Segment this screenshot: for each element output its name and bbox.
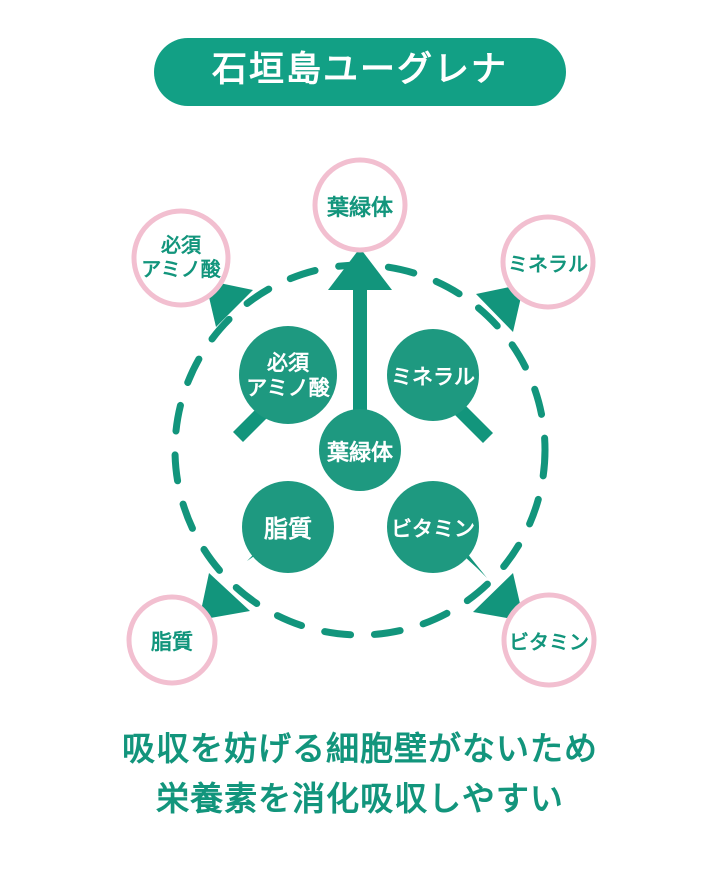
inner-node-essential-amino-acids-label-line2: アミノ酸 bbox=[246, 376, 331, 400]
inner-node-lipids[interactable]: 脂質 bbox=[242, 481, 334, 573]
outer-node-chloroplast[interactable]: 葉緑体 bbox=[312, 157, 408, 253]
arrow-to-chloroplast bbox=[328, 248, 392, 450]
header: 石垣島ユーグレナ bbox=[0, 38, 720, 106]
inner-node-essential-amino-acids-label-line1: 必須 bbox=[267, 351, 310, 375]
outer-node-essential-amino-acids-label-line2: アミノ酸 bbox=[141, 257, 222, 281]
outer-node-vitamins-label: ビタミン bbox=[509, 631, 589, 654]
center-node-chloroplast[interactable]: 葉緑体 bbox=[319, 409, 401, 491]
outer-node-essential-amino-acids[interactable]: 必須 アミノ酸 bbox=[131, 208, 231, 308]
inner-node-lipids-label: 脂質 bbox=[264, 516, 312, 543]
caption: 吸収を妨げる細胞壁がないため 栄養素を消化吸収しやすい bbox=[0, 724, 720, 824]
inner-node-minerals-label: ミネラル bbox=[391, 366, 475, 389]
outer-node-minerals[interactable]: ミネラル bbox=[500, 214, 596, 310]
outer-node-minerals-label: ミネラル bbox=[508, 253, 588, 276]
page-title: 石垣島ユーグレナ bbox=[211, 50, 508, 89]
outer-node-essential-amino-acids-label-line1: 必須 bbox=[160, 233, 202, 257]
outer-node-chloroplast-label: 葉緑体 bbox=[326, 195, 394, 220]
caption-line-2: 栄養素を消化吸収しやすい bbox=[156, 780, 564, 818]
inner-node-essential-amino-acids[interactable]: 必須 アミノ酸 bbox=[239, 326, 337, 424]
outer-node-vitamins[interactable]: ビタミン bbox=[501, 592, 597, 688]
outer-node-lipids-label: 脂質 bbox=[151, 630, 193, 654]
nutrient-release-diagram: 葉緑体 必須 アミノ酸 ミネラル 脂質 ビタミン bbox=[0, 130, 720, 710]
caption-line-1: 吸収を妨げる細胞壁がないため bbox=[122, 730, 598, 767]
title-pill: 石垣島ユーグレナ bbox=[153, 38, 566, 106]
outer-node-lipids[interactable]: 脂質 bbox=[126, 594, 218, 686]
inner-node-vitamins[interactable]: ビタミン bbox=[387, 481, 479, 573]
inner-node-minerals[interactable]: ミネラル bbox=[387, 329, 479, 421]
inner-node-vitamins-label: ビタミン bbox=[391, 518, 475, 541]
center-node-chloroplast-label: 葉緑体 bbox=[326, 440, 394, 465]
